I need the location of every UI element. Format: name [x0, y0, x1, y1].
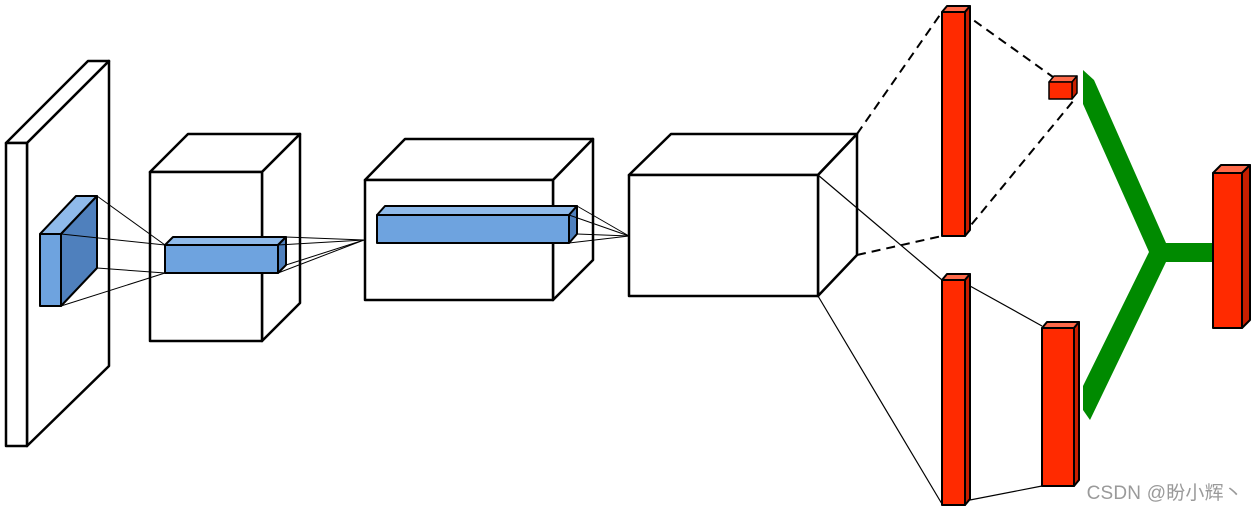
branch-top-small-unit: [1048, 75, 1078, 100]
connector-lines-1: [60, 195, 166, 307]
output-vector: [1212, 164, 1251, 329]
kernel-2: [164, 236, 287, 274]
branch-merge-connector: [1083, 70, 1212, 420]
bottom-branch-lines: [817, 174, 1043, 505]
feature-cube: [627, 132, 859, 298]
watermark: CSDN @盼小辉丶: [1086, 483, 1243, 504]
connector-lines-3: [568, 205, 630, 244]
top-branch-dashed-lines: [856, 11, 1075, 256]
kernel-3: [376, 205, 578, 244]
branch-top-vector: [941, 5, 971, 237]
connector-lines-2: [277, 236, 365, 274]
branch-bottom-vector-1: [941, 273, 971, 506]
branch-bottom-vector-2: [1041, 321, 1080, 487]
